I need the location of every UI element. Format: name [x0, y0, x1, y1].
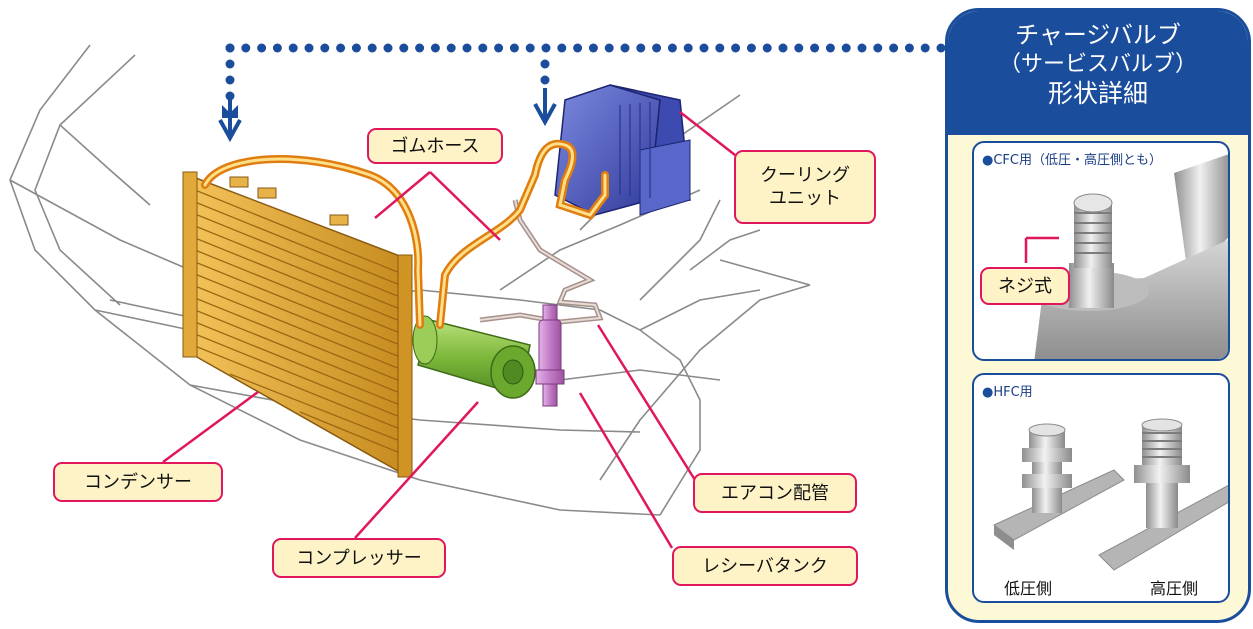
connector-dot	[904, 43, 914, 53]
low-pressure-side-label: 低圧側	[1004, 579, 1053, 598]
condenser-unit	[182, 171, 413, 478]
panel-header: チャージバルブ （サービスバルブ） 形状詳細	[948, 11, 1248, 135]
connector-dot	[699, 43, 709, 53]
connector-dot	[478, 43, 488, 53]
connector-dot	[241, 43, 251, 53]
connector-dot	[731, 43, 741, 53]
dotted-connector	[225, 43, 946, 53]
connector-dot	[825, 43, 835, 53]
connector-dot	[936, 43, 946, 53]
connector-dot	[715, 43, 725, 53]
connector-dot	[272, 43, 282, 53]
connector-dot	[351, 43, 361, 53]
connector-dot	[446, 43, 456, 53]
connector-dot	[573, 43, 583, 53]
connector-dot	[652, 43, 662, 53]
connector-dot	[509, 43, 519, 53]
connector-dot	[841, 43, 851, 53]
hfc-title: ●HFC用	[982, 385, 1033, 400]
connector-dot	[288, 43, 298, 53]
connector-dot	[636, 43, 646, 53]
connector-dot	[304, 43, 314, 53]
hfc-valve-box: ●HFC用 低圧側 高圧側	[972, 373, 1230, 603]
label-screw-type: ネジ式	[980, 267, 1070, 305]
connector-dot	[399, 43, 409, 53]
connector-dot	[541, 43, 551, 53]
connector-dot	[810, 43, 820, 53]
connector-dot	[525, 43, 535, 53]
connector-dot	[889, 43, 899, 53]
connector-dot	[667, 43, 677, 53]
connector-dot	[367, 43, 377, 53]
panel-title-line3: 形状詳細	[1047, 79, 1148, 108]
connector-dot	[778, 43, 788, 53]
connector-dot	[683, 43, 693, 53]
connector-dot	[494, 43, 504, 53]
hfc-valve-drawing	[993, 418, 1228, 571]
connector-dot	[873, 43, 883, 53]
connector-dot	[415, 43, 425, 53]
label-cooling-unit: クーリング ユニット	[734, 150, 876, 224]
connector-dot	[462, 43, 472, 53]
receiver-tank	[535, 304, 565, 407]
connector-dot	[320, 43, 330, 53]
connector-dot	[383, 43, 393, 53]
leader-lines	[162, 111, 736, 549]
panel-title-line2: （サービスバルブ）	[998, 52, 1197, 77]
connector-dot	[746, 43, 756, 53]
hfc-title-text: HFC用	[993, 385, 1033, 400]
cfc-valve-drawing	[1024, 154, 1228, 359]
connector-dot	[225, 43, 235, 53]
cooling-unit	[554, 84, 691, 216]
label-rubber-hose: ゴムホース	[367, 128, 503, 164]
connector-dot	[620, 43, 630, 53]
label-receiver-tank: レシーバタンク	[672, 546, 858, 586]
connector-dot	[430, 43, 440, 53]
label-compressor: コンプレッサー	[272, 538, 446, 578]
label-ac-piping: エアコン配管	[693, 473, 857, 513]
high-pressure-side-label: 高圧側	[1150, 579, 1199, 598]
label-condenser: コンデンサー	[53, 462, 223, 502]
connector-dot	[257, 43, 267, 53]
dotted-arrow-down-icon	[218, 43, 557, 143]
compressor-unit	[412, 315, 536, 399]
panel-title-line1: チャージバルブ	[1015, 21, 1181, 49]
connector-dot	[336, 43, 346, 53]
connector-dot	[920, 43, 930, 53]
charge-valve-panel: チャージバルブ （サービスバルブ） 形状詳細	[945, 8, 1251, 623]
connector-dot	[762, 43, 772, 53]
cfc-title: ●CFC用（低圧・高圧側とも）	[982, 153, 1162, 168]
connector-dot	[857, 43, 867, 53]
cfc-title-text: CFC用（低圧・高圧側とも）	[993, 153, 1162, 168]
connector-dot	[604, 43, 614, 53]
connector-dot	[557, 43, 567, 53]
cfc-valve-box: ●CFC用（低圧・高圧側とも） ネジ式	[972, 141, 1230, 361]
connector-dot	[794, 43, 804, 53]
connector-dot	[588, 43, 598, 53]
rubber-hose-lines	[201, 139, 609, 329]
